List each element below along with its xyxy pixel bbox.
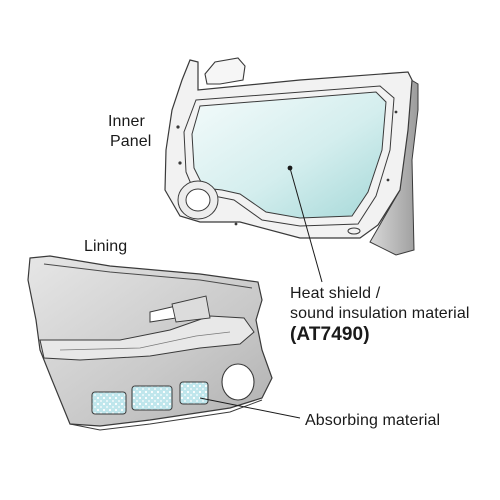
handle-recess (171, 295, 211, 323)
absorber-pad (179, 381, 209, 405)
panel-hole (386, 178, 390, 182)
lining-speaker-opening (221, 363, 255, 401)
panel-slot (347, 227, 361, 235)
armrest-crease (59, 331, 231, 351)
lining-label: Lining (84, 238, 128, 255)
inner-panel-label-line2: Panel (110, 133, 152, 150)
lining-top-flange (43, 263, 253, 289)
heat-shield-label-line2: sound insulation material (290, 305, 470, 322)
window-frame (183, 85, 395, 227)
absorber-leader-line (199, 397, 301, 419)
product-code-label: (AT7490) (290, 324, 370, 345)
absorbing-material-label: Absorbing material (305, 412, 441, 429)
door-lining (27, 255, 301, 431)
heat-shield-leader-line (289, 167, 323, 283)
heat-shield-label: Heat shield / sound insulation material (290, 284, 470, 324)
speaker-ring-inner (185, 188, 211, 212)
absorber-pad (131, 385, 173, 411)
panel-hole (176, 125, 180, 129)
heat-shield-sheet (191, 91, 387, 219)
inner-panel (164, 57, 419, 283)
panel-hole (178, 161, 182, 165)
absorber-pad (91, 391, 127, 415)
panel-hole (234, 222, 238, 226)
inner-panel-label: Inner Panel (108, 112, 151, 152)
mirror-mount (204, 57, 246, 85)
lining-bottom-edge (69, 399, 263, 431)
inner-panel-label-line1: Inner (108, 113, 145, 130)
heat-shield-label-line1: Heat shield / (290, 285, 381, 302)
panel-hole (394, 110, 398, 114)
